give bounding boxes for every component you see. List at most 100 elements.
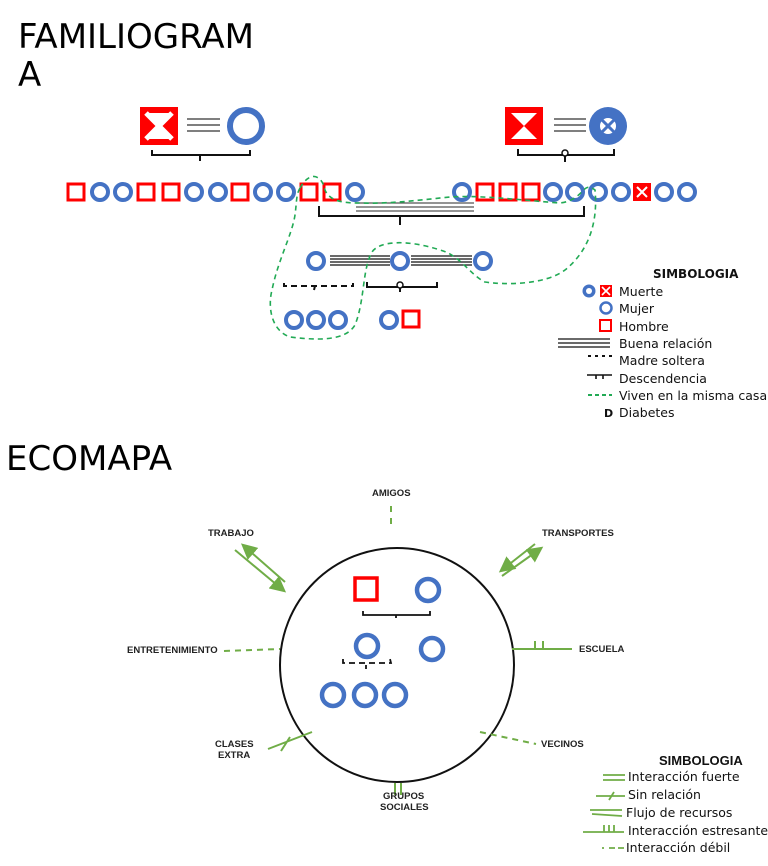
deceased-man-icon (505, 107, 543, 145)
label-sociales: SOCIALES (380, 802, 429, 813)
legend-label: Buena relación (619, 336, 712, 351)
legend-label: Interacción fuerte (628, 769, 740, 784)
woman-icon (473, 251, 493, 271)
woman-icon (345, 182, 365, 202)
legend-label: Mujer (619, 301, 655, 316)
woman-icon (381, 681, 409, 709)
legend-label: Muerte (619, 284, 663, 299)
label-trabajo: TRABAJO (208, 528, 254, 539)
woman-icon (599, 301, 613, 315)
gen2-couple (318, 202, 585, 225)
label-clases: CLASES (215, 739, 254, 750)
woman-icon (452, 182, 472, 202)
man-icon (322, 182, 342, 202)
weak-line-vecinos (479, 731, 537, 745)
label-vecinos: VECINOS (541, 739, 584, 750)
ecomapa-title: ECOMAPA (6, 439, 173, 479)
stress-line-escuela (512, 641, 572, 650)
legend-title: SIMBOLOGIA (659, 753, 743, 768)
woman-icon (208, 182, 228, 202)
woman-icon (351, 681, 379, 709)
woman-icon (414, 576, 442, 604)
generation-3 (283, 251, 493, 292)
legend-label: Interacción débil (626, 840, 730, 855)
legend-label: Hombre (619, 319, 669, 334)
woman-icon (306, 251, 326, 271)
label-amigos: AMIGOS (372, 488, 411, 499)
woman-icon (306, 310, 326, 330)
resource-line-trabajo (234, 549, 287, 593)
good-relation-line (554, 118, 586, 132)
same-house-outline (269, 175, 597, 340)
woman-icon (353, 632, 381, 660)
woman-icon (328, 310, 348, 330)
good-relation-icon (558, 338, 610, 348)
eco-labels: AMIGOS TRANSPORTES ESCUELA VECINOS GRUPO… (127, 488, 625, 813)
label-escuela: ESCUELA (579, 644, 625, 655)
man-icon (299, 182, 319, 202)
man-icon (498, 182, 518, 202)
man-icon (66, 182, 86, 202)
legend-label: Flujo de recursos (626, 805, 732, 820)
man-icon (521, 182, 541, 202)
strong-interaction-icon (603, 774, 625, 781)
weak-line-entretenimiento (223, 648, 281, 652)
ecomapa-legend: SIMBOLOGIA Interacción fuerte Sin relaci… (583, 753, 768, 855)
no-relation-line-clases (267, 731, 313, 752)
no-relation-icon (596, 791, 625, 801)
generation-4 (284, 309, 421, 330)
familiograma-legend: SIMBOLOGIA Muerte Mujer Hombre Buena rel… (558, 267, 767, 420)
good-relation-line (187, 118, 220, 132)
title-line-2: A (18, 55, 42, 96)
eco-connections (223, 506, 572, 795)
man-icon (599, 319, 612, 332)
woman-icon (677, 182, 697, 202)
legend-label: Diabetes (619, 405, 675, 420)
generation-2-row (66, 182, 697, 202)
single-mother-bracket (283, 283, 354, 291)
woman-icon (253, 182, 273, 202)
label-grupos: GRUPOS (383, 791, 424, 802)
resource-line-transportes-back (501, 546, 544, 577)
descendance-bracket (362, 611, 431, 618)
man-icon (475, 182, 495, 202)
stressful-interaction-icon (583, 825, 624, 833)
descendance-bracket (151, 150, 251, 161)
title-line-1: FAMILIOGRAM (18, 17, 254, 57)
legend-label: Interacción estresante (628, 823, 768, 838)
strong-line-grupos (394, 783, 402, 795)
woman-icon (418, 635, 446, 663)
death-icon (582, 284, 612, 298)
woman-icon (184, 182, 204, 202)
label-extra: EXTRA (218, 750, 250, 761)
grandparents-right (505, 107, 627, 162)
legend-label: Madre soltera (619, 353, 705, 368)
woman-icon (90, 182, 110, 202)
diabetes-icon: D (604, 407, 613, 420)
man-icon (401, 309, 421, 329)
man-icon (161, 182, 181, 202)
resource-flow-icon (590, 809, 623, 817)
descendance-bracket (318, 206, 585, 225)
woman-icon (379, 310, 399, 330)
deceased-man-icon (140, 107, 178, 145)
family-circle (279, 547, 515, 783)
legend-label: Viven en la misma casa (619, 388, 767, 403)
woman-icon (588, 182, 608, 202)
woman-icon (565, 182, 585, 202)
woman-icon (113, 182, 133, 202)
grandparents-left (140, 107, 265, 161)
descendance-knot (561, 149, 569, 157)
woman-icon (227, 107, 265, 145)
woman-icon (276, 182, 296, 202)
woman-icon (654, 182, 674, 202)
single-mother-bracket (342, 658, 393, 669)
legend-label: Descendencia (619, 371, 707, 386)
resource-line-trabajo-back (240, 543, 286, 583)
man-icon (353, 576, 379, 602)
man-icon (230, 182, 250, 202)
deceased-man-icon (633, 183, 651, 201)
woman-icon (611, 182, 631, 202)
woman-icon (319, 681, 347, 709)
